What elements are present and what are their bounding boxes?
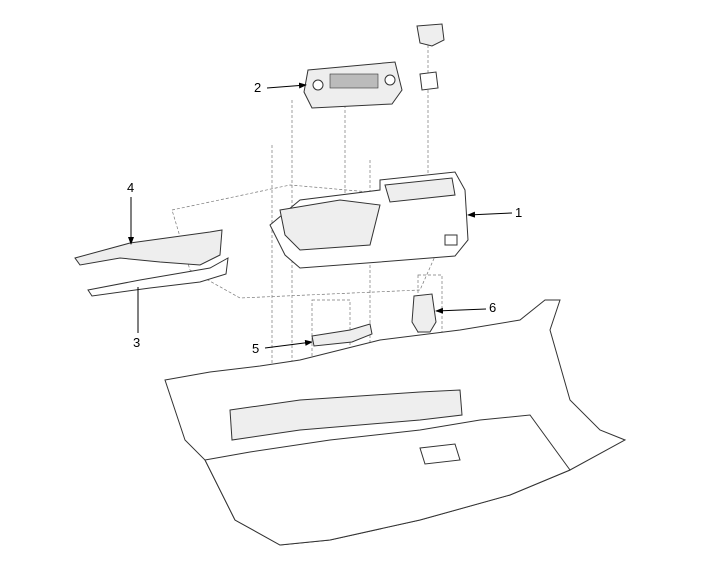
callout-3: 3 [133,335,141,350]
part-3-side-cover [87,257,229,297]
floor-carpet [164,299,627,546]
callout-6: 6 [489,300,497,315]
leader-lines [128,82,513,349]
callout-1: 1 [515,205,523,220]
callout-4: 4 [127,180,135,195]
callout-2: 2 [254,80,262,95]
part-2-control-panel [303,61,403,109]
part-1-center-console [269,171,469,269]
part-4-side-trim [74,229,223,266]
callout-5: 5 [252,341,260,356]
cup-tray [416,23,445,91]
part-6-bracket [411,293,437,333]
part-5-bracket [311,323,373,347]
